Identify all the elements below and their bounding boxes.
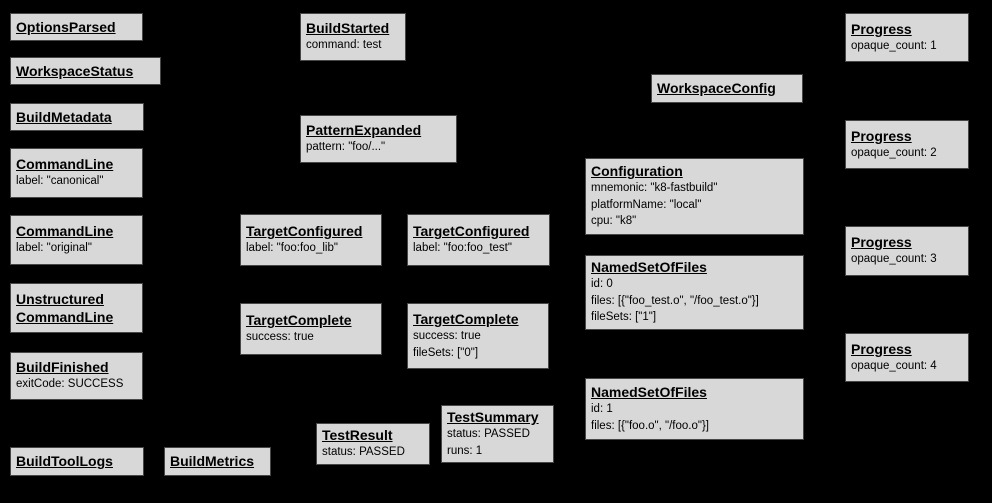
event-node-target-configured-foo-test[interactable]: TargetConfigured label: "foo:foo_test" (407, 214, 550, 266)
node-field: opaque_count: 4 (851, 359, 937, 372)
node-title: TargetComplete (246, 312, 352, 329)
event-node-build-metadata[interactable]: BuildMetadata (10, 103, 144, 131)
event-node-command-line-canonical[interactable]: CommandLine label: "canonical" (10, 148, 143, 198)
node-title: CommandLine (16, 156, 114, 173)
node-title: NamedSetOfFiles (591, 384, 707, 400)
node-title: TargetConfigured (246, 223, 363, 240)
event-node-named-set-of-files-0[interactable]: NamedSetOfFiles id: 0 files: [{"foo_test.o… (585, 255, 804, 330)
node-field: command: test (306, 39, 382, 52)
node-field: opaque_count: 1 (851, 39, 937, 52)
node-title: TargetConfigured (413, 223, 530, 240)
node-field: cpu: "k8" (591, 215, 637, 228)
node-field: label: "foo:foo_test" (413, 242, 512, 255)
event-node-workspace-status[interactable]: WorkspaceStatus (10, 57, 161, 85)
node-field: success: true (246, 331, 314, 344)
node-title: BuildToolLogs (16, 453, 113, 469)
node-field: success: true (413, 330, 481, 342)
node-field: opaque_count: 3 (851, 253, 937, 266)
node-title: TestSummary (447, 409, 539, 425)
node-title: Unstructured (16, 290, 104, 307)
node-title: OptionsParsed (16, 18, 116, 35)
node-field: mnemonic: "k8-fastbuild" (591, 182, 718, 195)
event-node-named-set-of-files-1[interactable]: NamedSetOfFiles id: 1 files: [{"foo.o", "/… (585, 378, 804, 440)
node-field: label: "canonical" (16, 175, 104, 188)
node-field: platformName: "local" (591, 198, 702, 211)
node-title: CommandLine (16, 308, 114, 325)
event-node-build-finished[interactable]: BuildFinished exitCode: SUCCESS (10, 352, 143, 400)
node-field: exitCode: SUCCESS (16, 378, 124, 391)
event-node-command-line-original[interactable]: CommandLine label: "original" (10, 215, 143, 265)
node-field: label: "foo:foo_lib" (246, 242, 338, 255)
event-node-progress-1[interactable]: Progress opaque_count: 1 (845, 13, 969, 62)
node-title: BuildMetadata (16, 108, 112, 125)
event-node-build-started[interactable]: BuildStarted command: test (300, 13, 406, 61)
event-node-progress-3[interactable]: Progress opaque_count: 3 (845, 226, 969, 276)
node-field: pattern: "foo/..." (306, 141, 386, 154)
node-field: files: [{"foo.o", "/foo.o"}] (591, 419, 709, 432)
event-node-progress-2[interactable]: Progress opaque_count: 2 (845, 120, 969, 169)
node-field: label: "original" (16, 242, 92, 255)
node-title: PatternExpanded (306, 122, 422, 139)
node-field: files: [{"foo_test.o", "/foo_test.o"}] (591, 294, 759, 307)
node-field: fileSets: ["0"] (413, 346, 479, 359)
node-field: id: 0 (591, 278, 613, 290)
event-node-test-summary[interactable]: TestSummary status: PASSED runs: 1 (441, 405, 554, 463)
node-title: WorkspaceStatus (16, 62, 134, 79)
node-title: CommandLine (16, 223, 114, 240)
event-node-progress-4[interactable]: Progress opaque_count: 4 (845, 333, 969, 382)
node-title: Progress (851, 340, 912, 357)
node-title: TargetComplete (413, 311, 519, 327)
node-field: status: PASSED (447, 428, 530, 440)
node-field: runs: 1 (447, 444, 483, 457)
node-title: Configuration (591, 163, 683, 180)
event-node-build-metrics[interactable]: BuildMetrics (164, 447, 271, 476)
node-field: opaque_count: 2 (851, 146, 937, 159)
node-title: Progress (851, 20, 912, 37)
event-node-pattern-expanded[interactable]: PatternExpanded pattern: "foo/..." (300, 115, 457, 163)
event-node-build-tool-logs[interactable]: BuildToolLogs (10, 447, 144, 476)
node-title: BuildStarted (306, 20, 390, 37)
node-title: WorkspaceConfig (657, 80, 776, 96)
event-node-target-complete-foo-test[interactable]: TargetComplete success: true fileSets: ["0… (407, 303, 549, 369)
event-node-target-complete-foo-lib[interactable]: TargetComplete success: true (240, 303, 382, 355)
node-title: Progress (851, 127, 912, 144)
node-title: BuildMetrics (170, 453, 255, 469)
node-title: NamedSetOfFiles (591, 259, 707, 275)
event-node-options-parsed[interactable]: OptionsParsed (10, 13, 143, 41)
node-field: id: 1 (591, 403, 613, 415)
node-title: Progress (851, 234, 912, 251)
event-node-test-result[interactable]: TestResult status: PASSED (316, 423, 430, 465)
event-node-target-configured-foo-lib[interactable]: TargetConfigured label: "foo:foo_lib" (240, 214, 382, 266)
node-title: BuildFinished (16, 359, 109, 376)
event-node-workspace-config[interactable]: WorkspaceConfig (651, 74, 803, 103)
node-field: fileSets: ["1"] (591, 311, 657, 323)
event-node-configuration[interactable]: Configuration mnemonic: "k8-fastbuild" pla… (585, 158, 804, 235)
node-title: TestResult (322, 427, 393, 443)
node-field: status: PASSED (322, 446, 405, 458)
